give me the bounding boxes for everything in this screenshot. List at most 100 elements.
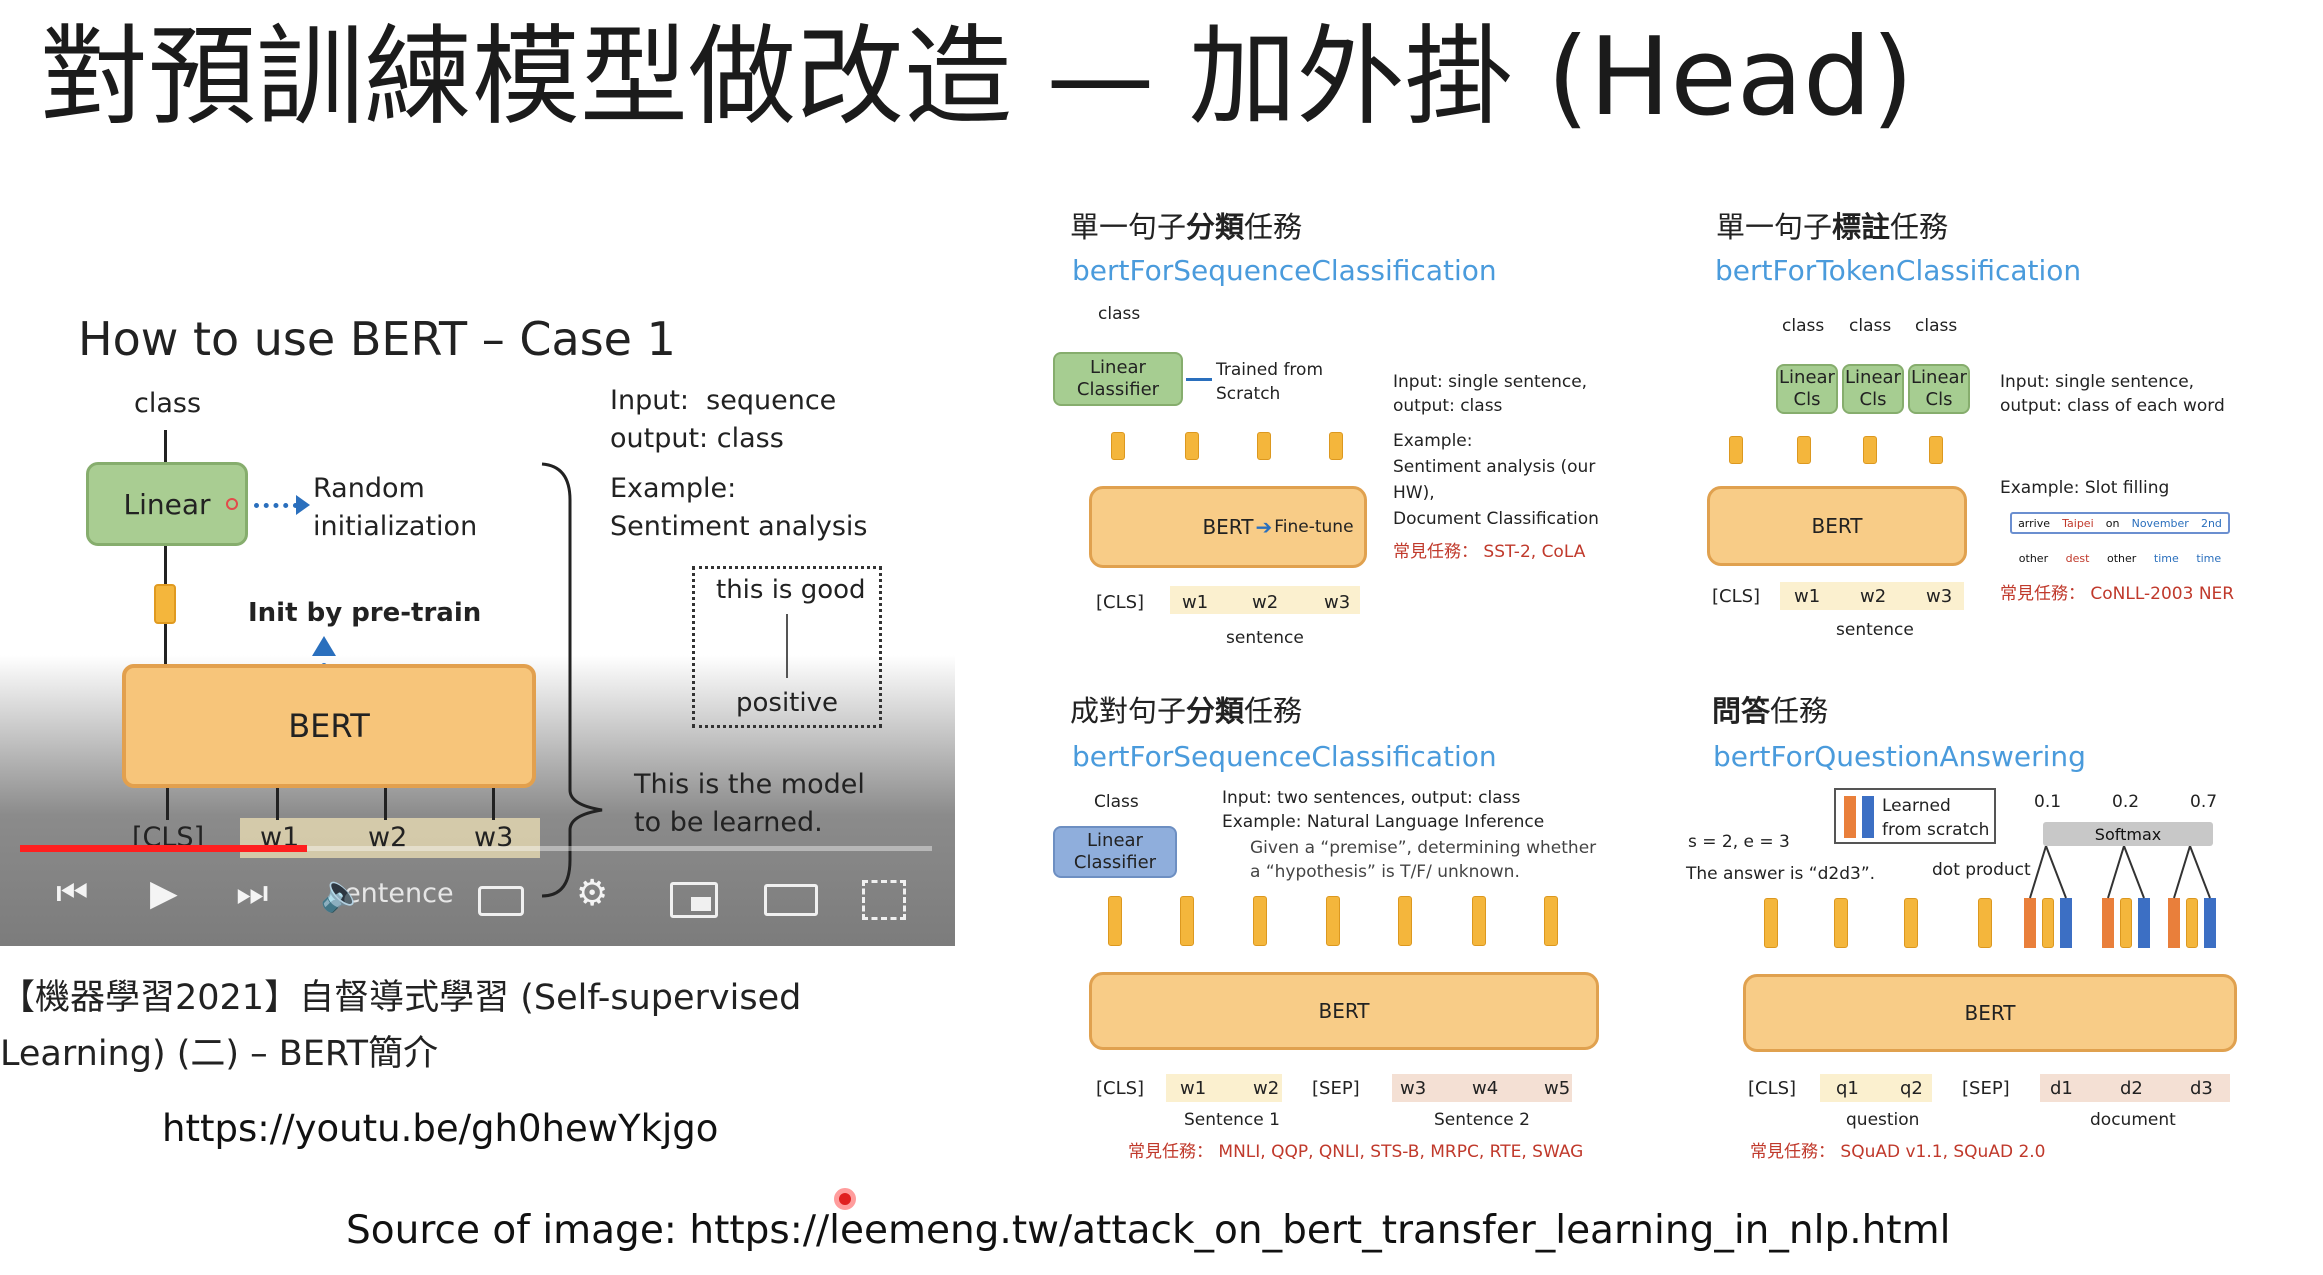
class-label: class (1782, 316, 1825, 336)
fullscreen-icon[interactable] (862, 880, 906, 920)
panel-token-heading: 單一句子標註任務 (1716, 210, 1949, 244)
panel-token-tasks: 常見任務： CoNLL-2003 NER (2000, 584, 2235, 604)
end-vector (2060, 898, 2072, 948)
panel-pair-heading: 成對句子分類任務 (1070, 694, 1303, 728)
embedding-bar (1398, 896, 1412, 946)
cursor-pointer-icon (834, 1188, 856, 1210)
start-vector (2168, 898, 2180, 948)
random-init-label: Random initialization (313, 473, 478, 542)
prob: 0.2 (2112, 792, 2140, 812)
softmax-box: Softmax (2043, 822, 2213, 846)
panel-qa-bert: BERT (1743, 974, 2237, 1052)
settings-icon[interactable]: ⚙ (576, 873, 609, 914)
panel-pair-io: Input: two sentences, output: class Exam… (1222, 788, 1545, 832)
panel-token-head: Linear Cls (1908, 364, 1970, 414)
subtitles-icon[interactable] (478, 886, 524, 916)
panel-pair-tasks: 常見任務： MNLI, QQP, QNLI, STS-B, MRPC, RTE,… (1128, 1142, 1584, 1162)
panel-seq-tasks: 常見任務： SST-2, CoLA (1393, 542, 1586, 562)
panel-token-example: Example: Slot filling (2000, 478, 2170, 498)
embedding-bar (1863, 436, 1877, 464)
slot-tag: time (2196, 552, 2222, 565)
slot-tag: other (2107, 552, 2137, 565)
slide-title: 對預訓練模型做改造 — 加外掛 (Head) (40, 15, 1914, 140)
panel-qa-heading: 問答任務 (1712, 694, 1829, 728)
embedding-bar (1257, 432, 1271, 460)
example-arrow (786, 614, 788, 678)
arrow-up (492, 788, 495, 820)
embedding-bar (1978, 898, 1992, 948)
prob: 0.1 (2034, 792, 2062, 812)
token: [CLS] (1748, 1078, 1797, 1099)
panel-token-head: Linear Cls (1842, 364, 1904, 414)
token-highlight (2040, 1074, 2230, 1102)
play-icon[interactable]: ▶ (150, 873, 178, 914)
token: [CLS] (1096, 1078, 1145, 1099)
panel-pair-head: Linear Classifier (1053, 826, 1177, 878)
sentence-label: sentence (330, 878, 454, 909)
arrow-right (1186, 378, 1212, 381)
token: w2 (1253, 1078, 1280, 1099)
arrow-up (164, 546, 167, 584)
class-label: class (1915, 316, 1958, 336)
embedding-bar (1929, 436, 1943, 464)
init-pretrain-label: Init by pre-train (248, 598, 482, 628)
embedding-bar (2186, 898, 2198, 948)
example-input: this is good (716, 575, 866, 605)
theater-icon[interactable] (764, 884, 818, 916)
example-output: positive (736, 688, 838, 718)
panel-pair-s2: Sentence 2 (1434, 1110, 1530, 1130)
token: w1 (1180, 1078, 1207, 1099)
video-url[interactable]: https://youtu.be/gh0hewYkjgo (162, 1107, 719, 1150)
embedding-bar (1329, 432, 1343, 460)
token-highlight (1392, 1074, 1572, 1102)
legend-label: Learned from scratch (1882, 796, 1990, 840)
token-highlight (1820, 1074, 1932, 1102)
panel-token-io: Input: single sentence, output: class of… (2000, 372, 2225, 416)
token-highlight (1166, 1074, 1282, 1102)
embedding-bar (1326, 896, 1340, 946)
panel-seq-head: Linear Classifier (1053, 352, 1183, 406)
arrow-up (276, 788, 279, 820)
brace (541, 462, 603, 898)
embedding-bar (2042, 898, 2054, 948)
embedding-bar (1729, 436, 1743, 464)
slot-filling-box: arrive Taipei on November 2nd (2010, 512, 2230, 534)
panel-qa-question: question (1846, 1110, 1920, 1130)
class-label: class (134, 388, 202, 419)
panel-pair-desc: Given a “premise”, determining whether a… (1250, 838, 1597, 882)
skip-back-icon[interactable]: ⏮ (56, 873, 89, 914)
embedding-bar (1472, 896, 1486, 946)
volume-icon[interactable]: 🔈 (320, 873, 365, 914)
slot-word: on (2105, 516, 2120, 530)
input-output-text: Input: sequence output: class (610, 385, 837, 454)
slot-tag: time (2153, 552, 2179, 565)
token: d1 (2050, 1078, 2073, 1099)
image-source[interactable]: Source of image: https://leemeng.tw/atta… (346, 1208, 1951, 1253)
embedding-bar (1111, 432, 1125, 460)
arrow-up (164, 430, 167, 462)
dotted-arrow (254, 503, 298, 508)
token: w3 (1324, 592, 1351, 613)
progress-track[interactable] (20, 846, 932, 851)
prob: 0.7 (2190, 792, 2218, 812)
token: w2 (1860, 586, 1887, 607)
panel-pair-class: bertForSequenceClassification (1072, 740, 1497, 773)
embedding-bar (1185, 432, 1199, 460)
slot-word: 2nd (2200, 516, 2222, 530)
skip-next-icon[interactable]: ⏭ (236, 873, 269, 914)
end-vector (2138, 898, 2150, 948)
token: w4 (1472, 1078, 1499, 1099)
panel-seq-class-label: class (1098, 304, 1141, 324)
token: [CLS] (1096, 592, 1145, 613)
panel-seq-trained: Trained from Scratch (1216, 360, 1324, 404)
token: q2 (1900, 1078, 1923, 1099)
panel-seq-io: Input: single sentence, output: class (1393, 372, 1588, 416)
token-w3: w3 (474, 822, 514, 853)
token: q1 (1836, 1078, 1859, 1099)
token: d3 (2190, 1078, 2213, 1099)
miniplayer-icon[interactable] (670, 882, 718, 918)
embedding-bar (1544, 896, 1558, 946)
class-label: class (1849, 316, 1892, 336)
dot-marker (226, 498, 238, 510)
token: w1 (1182, 592, 1209, 613)
